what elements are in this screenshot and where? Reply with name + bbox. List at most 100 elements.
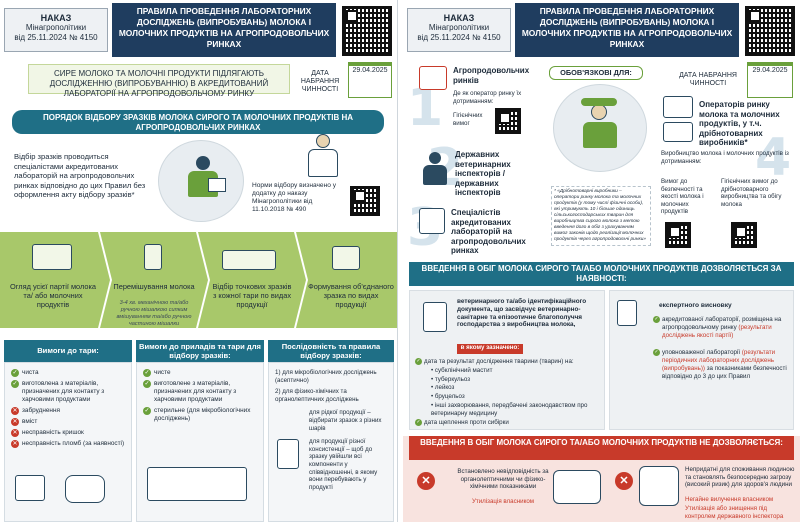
sampling-rules: 1) для мікробіологічних досліджень (асеп… xyxy=(268,362,394,522)
vendor-icon xyxy=(573,98,627,158)
left-page: НАКАЗ Мінагрополітики від 25.11.2024 № 4… xyxy=(0,0,397,522)
order-date: від 25.11.2024 № 4150 xyxy=(417,33,501,42)
container-requirements-title: Вимоги до тари: xyxy=(4,340,132,362)
forbidden-title: ВВЕДЕННЯ В ОБІГ МОЛОКА СИРОГО ТА/АБО МОЛ… xyxy=(409,436,794,460)
market-stall-icon xyxy=(419,66,447,90)
effective-date-label: ДАТА НАБРАННЯ ЧИННОСТІ xyxy=(300,70,340,93)
cross-icon: ✕ xyxy=(11,429,19,437)
role-4-sub: Виробництво молока і молочних продуктів … xyxy=(661,150,789,165)
step-3-text: Відбір точкових зразків з кожної тари по… xyxy=(212,282,292,309)
inspector-icon xyxy=(421,152,449,186)
list-item: ✕забруднення xyxy=(11,407,60,415)
vet-doc-text: ветеринарного та/або ідентифікаційного д… xyxy=(457,298,587,329)
mixing-icon xyxy=(144,244,162,270)
procedure-text: Відбір зразків проводиться спеціалістами… xyxy=(14,152,146,200)
list-item: • туберкульоз xyxy=(431,375,471,383)
forbid-1-text: Встановлено невідповідність за органолеп… xyxy=(457,468,549,490)
step-2-subtext: 3-4 хв. механічною та/або ручною мішалко… xyxy=(116,300,192,327)
right-page: НАКАЗ Мінагрополітики від 25.11.2024 № 4… xyxy=(403,0,800,522)
page-divider xyxy=(397,0,403,522)
role-3-title: Спеціалістів акредитованих лабораторій н… xyxy=(451,208,526,255)
left-header: НАКАЗ Мінагрополітики від 25.11.2024 № 4… xyxy=(0,0,397,60)
role-4-title: Операторів ринку молока та молочних прод… xyxy=(699,100,780,147)
qr-code-icon[interactable] xyxy=(342,6,392,56)
list-item: • бруцельоз xyxy=(431,393,465,401)
qr-code-icon[interactable] xyxy=(745,6,795,56)
list-item: ✕несправність пломб (за наявності) xyxy=(11,440,125,448)
role-4-item-2: Гігієнічних вимог до дрібнотоварного вир… xyxy=(721,178,782,208)
forbid-1-sub: Утилізація власником xyxy=(471,498,535,505)
page-title: ПРАВИЛА ПРОВЕДЕННЯ ЛАБОРАТОРНИХ ДОСЛІДЖЕ… xyxy=(515,3,739,57)
list-item: ✓дата та результат дослідження тварини (… xyxy=(415,358,574,365)
device-requirements-title: Вимоги до приладів та тари для відбору з… xyxy=(136,340,264,362)
role-2-title: Державних ветеринарних інспекторів / дер… xyxy=(455,150,511,197)
order-ministry: Мінагрополітики xyxy=(25,23,87,32)
milk-products-icon xyxy=(32,244,72,270)
expert-document-icon xyxy=(617,300,637,326)
pot-icon xyxy=(65,475,105,503)
order-box: НАКАЗ Мінагрополітики від 25.11.2024 № 4… xyxy=(407,8,511,52)
cross-icon: ✕ xyxy=(11,418,19,426)
norms-text: Норми відбору визначено у додатку до нак… xyxy=(252,182,337,213)
list-item: ✓стерильне (для мікробіологічних дослідж… xyxy=(143,407,251,422)
effective-date: 29.04.2025 xyxy=(352,67,388,74)
spoiled-products-icon xyxy=(639,466,679,506)
list-item: ✓чиста xyxy=(11,369,39,377)
procedure-title: ПОРЯДОК ВІДБОРУ ЗРАЗКІВ МОЛОКА СИРОГО ТА… xyxy=(12,110,384,134)
allowed-title: ВВЕДЕННЯ В ОБІГ МОЛОКА СИРОГО ТА/АБО МОЛ… xyxy=(409,262,794,286)
sample-cups-icon xyxy=(222,250,276,270)
lab-worker-icon xyxy=(178,156,228,212)
effective-date-label: ДАТА НАБРАННЯ ЧИННОСТІ xyxy=(679,72,737,87)
check-icon: ✓ xyxy=(143,369,151,377)
expert-title: експертного висновку xyxy=(659,302,732,309)
order-label: НАКАЗ xyxy=(40,13,72,23)
jars-icon xyxy=(15,475,45,501)
cross-icon: ✕ xyxy=(11,407,19,415)
inspector-icon xyxy=(302,134,346,184)
role-4-qr-icon-a[interactable] xyxy=(665,222,691,248)
milk-products-icon xyxy=(553,470,601,504)
calendar-icon: 29.04.2025 xyxy=(348,62,392,98)
document-icon xyxy=(423,302,447,332)
number-4: 4 xyxy=(755,128,792,188)
expert-items: ✓акредитованої лабораторії, розміщена на… xyxy=(653,316,791,382)
list-item: • інші захворювання, передбачені законод… xyxy=(431,401,588,417)
check-icon: ✓ xyxy=(415,358,422,365)
rule-micro: 1) для мікробіологічних досліджень (асеп… xyxy=(275,369,377,384)
norms-qr-icon[interactable] xyxy=(350,186,380,216)
expert-panel xyxy=(609,290,794,430)
right-header: НАКАЗ Мінагрополітики від 25.11.2024 № 4… xyxy=(403,0,800,60)
list-item: ✓акредитованої лабораторії, розміщена на… xyxy=(653,316,782,339)
list-item: ✓виготовлена з матеріалів, призначених д… xyxy=(11,380,105,403)
rule-liquid: для рідкої продукції – відбирати зразок … xyxy=(309,409,382,432)
check-icon: ✓ xyxy=(11,369,19,377)
sampling-tools-icon xyxy=(147,467,247,501)
check-icon: ✓ xyxy=(653,349,660,357)
order-date: від 25.11.2024 № 4150 xyxy=(14,33,98,42)
list-item: • лейкоз xyxy=(431,384,455,392)
forbid-cross-icon-2: ✕ xyxy=(615,472,633,490)
forbid-2-sub2: Утилізація або знищення під контролем де… xyxy=(685,505,784,520)
order-ministry: Мінагрополітики xyxy=(428,23,490,32)
role-4-qr-icon-b[interactable] xyxy=(731,222,757,248)
check-icon: ✓ xyxy=(143,407,151,415)
calendar-icon: 29.04.2025 xyxy=(747,62,793,98)
cow-icon xyxy=(663,122,693,142)
role-1-qr-icon[interactable] xyxy=(495,108,521,134)
page-title: ПРАВИЛА ПРОВЕДЕННЯ ЛАБОРАТОРНИХ ДОСЛІДЖЕ… xyxy=(112,3,336,57)
forbid-2-sub1: Негайне вилучення власником xyxy=(685,496,774,503)
step-1-text: Огляд усієї партії молока та/ або молочн… xyxy=(9,282,97,309)
check-icon: ✓ xyxy=(11,380,19,388)
combined-sample-icon xyxy=(332,246,360,270)
role-1-title: Агропродовольчих ринків xyxy=(453,66,530,85)
check-icon: ✓ xyxy=(415,418,422,426)
rule-physchem: 2) для фізико-хімічних та органолептични… xyxy=(275,388,359,403)
vet-doc-note: в якому зазначено: xyxy=(457,344,523,354)
role-1-sub: Де як оператор ринку їх дотриманням: xyxy=(453,90,522,105)
order-box: НАКАЗ Мінагрополітики від 25.11.2024 № 4… xyxy=(4,8,108,52)
obligatory-for-label: ОБОВ'ЯЗКОВІ ДЛЯ: xyxy=(549,66,643,80)
list-item: ✓уповноваженої лабораторії (результати п… xyxy=(653,349,787,380)
list-item: ✕несправність кришок xyxy=(11,429,84,437)
rule-mixed: для продукції різної консистенції – щоб … xyxy=(309,438,378,491)
role-1-sub2: Гігієнічних вимог xyxy=(453,112,483,127)
